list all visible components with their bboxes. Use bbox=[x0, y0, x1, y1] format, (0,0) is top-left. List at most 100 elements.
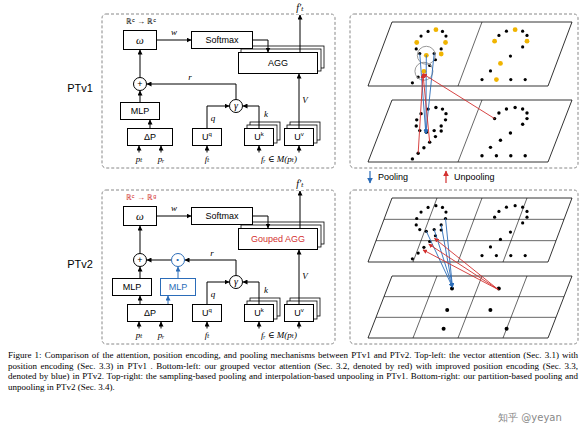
point bbox=[509, 78, 512, 81]
connector bbox=[157, 216, 191, 217]
point bbox=[439, 124, 442, 127]
point bbox=[524, 154, 527, 157]
node-text: Gouped AGG bbox=[251, 234, 305, 244]
node-text: + bbox=[137, 255, 142, 265]
math-label: fᵣ ∈ M(pₜ) bbox=[260, 330, 298, 341]
process-box: ΔP bbox=[127, 304, 173, 322]
unpooling-link bbox=[434, 238, 498, 289]
grid-line bbox=[458, 198, 482, 262]
point bbox=[422, 69, 427, 74]
process-box: MLP bbox=[120, 102, 160, 120]
point bbox=[411, 157, 414, 160]
pooling-link bbox=[426, 54, 434, 134]
point bbox=[497, 210, 500, 213]
point bbox=[525, 34, 528, 37]
connector bbox=[150, 120, 151, 128]
operator-circle: + bbox=[133, 77, 147, 91]
operator-circle: + bbox=[133, 253, 147, 267]
process-box: AGG bbox=[238, 52, 318, 74]
point bbox=[415, 118, 418, 121]
connector bbox=[147, 84, 236, 99]
point bbox=[434, 27, 439, 32]
node-text: U bbox=[254, 132, 261, 142]
superscript-text: k bbox=[261, 305, 264, 315]
process-box: ΔP bbox=[127, 128, 173, 146]
point bbox=[525, 210, 528, 213]
node-text: γ bbox=[234, 101, 238, 111]
point bbox=[414, 40, 419, 45]
point bbox=[411, 81, 414, 84]
process-box: MLP bbox=[112, 278, 152, 296]
connector bbox=[147, 260, 171, 261]
node-text: ω bbox=[136, 35, 144, 45]
output-arrow bbox=[300, 15, 301, 52]
point bbox=[422, 146, 425, 149]
process-box: ω bbox=[123, 30, 157, 50]
point bbox=[521, 122, 524, 125]
math-label: pₜ bbox=[135, 330, 144, 341]
node-text: Softmax bbox=[205, 35, 238, 45]
process-box: Uq bbox=[192, 128, 222, 146]
point bbox=[440, 129, 443, 132]
superscript-text: v bbox=[301, 305, 304, 315]
point bbox=[480, 78, 483, 81]
figure-caption: Figure 1: Comparison of the attention, p… bbox=[8, 350, 578, 392]
edge-label: k bbox=[263, 109, 269, 119]
point bbox=[494, 77, 499, 82]
legend-sample bbox=[445, 171, 446, 183]
feature-plane bbox=[368, 198, 572, 262]
input-arrow bbox=[259, 146, 260, 153]
watermark: 知乎 @yeyan bbox=[497, 412, 563, 424]
point bbox=[495, 254, 498, 257]
superscript-text: v bbox=[301, 129, 304, 139]
connector bbox=[140, 296, 141, 304]
process-box: Uk bbox=[244, 128, 274, 146]
connector bbox=[140, 50, 141, 77]
grid-line bbox=[384, 296, 564, 297]
panel-label: PTv1 bbox=[66, 82, 94, 95]
unpooling-link bbox=[423, 74, 430, 142]
edge-label: w bbox=[170, 27, 178, 37]
point bbox=[497, 34, 500, 37]
node-text: U bbox=[202, 308, 209, 318]
input-arrow bbox=[207, 322, 208, 329]
point bbox=[521, 45, 524, 48]
pooling-link bbox=[426, 231, 452, 287]
node-text: AGG bbox=[268, 58, 288, 68]
point bbox=[525, 216, 528, 219]
point bbox=[441, 30, 444, 33]
node-text: U bbox=[254, 308, 261, 318]
feature-plane bbox=[368, 100, 572, 162]
point bbox=[505, 206, 508, 209]
legend-text: Unpooling bbox=[453, 172, 496, 182]
neighbor-ball bbox=[415, 62, 433, 80]
math-label: pᵣ bbox=[157, 330, 166, 341]
grid-line bbox=[503, 276, 527, 338]
point bbox=[521, 107, 524, 110]
unpooling-link bbox=[418, 74, 423, 153]
point bbox=[513, 106, 516, 109]
math-label: fₜ bbox=[204, 330, 211, 341]
superscript-text: q bbox=[209, 305, 212, 315]
operator-circle: γ bbox=[229, 275, 243, 289]
grid-line bbox=[384, 219, 564, 220]
connector bbox=[185, 260, 236, 275]
node-text: ΔP bbox=[144, 132, 156, 142]
point bbox=[480, 154, 483, 157]
edge-label: q bbox=[210, 113, 217, 123]
process-box: Softmax bbox=[191, 31, 253, 49]
connector bbox=[207, 106, 229, 128]
point bbox=[493, 216, 496, 219]
point bbox=[497, 111, 500, 114]
connector bbox=[253, 40, 268, 52]
math-label: f′ₜ bbox=[295, 178, 304, 190]
process-box: MLP bbox=[160, 278, 196, 296]
point bbox=[499, 238, 502, 241]
point bbox=[415, 223, 418, 226]
legend-text: Pooling bbox=[377, 172, 409, 182]
input-arrow bbox=[299, 322, 300, 329]
point bbox=[524, 78, 527, 81]
input-arrow bbox=[259, 322, 260, 329]
node-text: U bbox=[202, 132, 209, 142]
point bbox=[434, 135, 437, 138]
